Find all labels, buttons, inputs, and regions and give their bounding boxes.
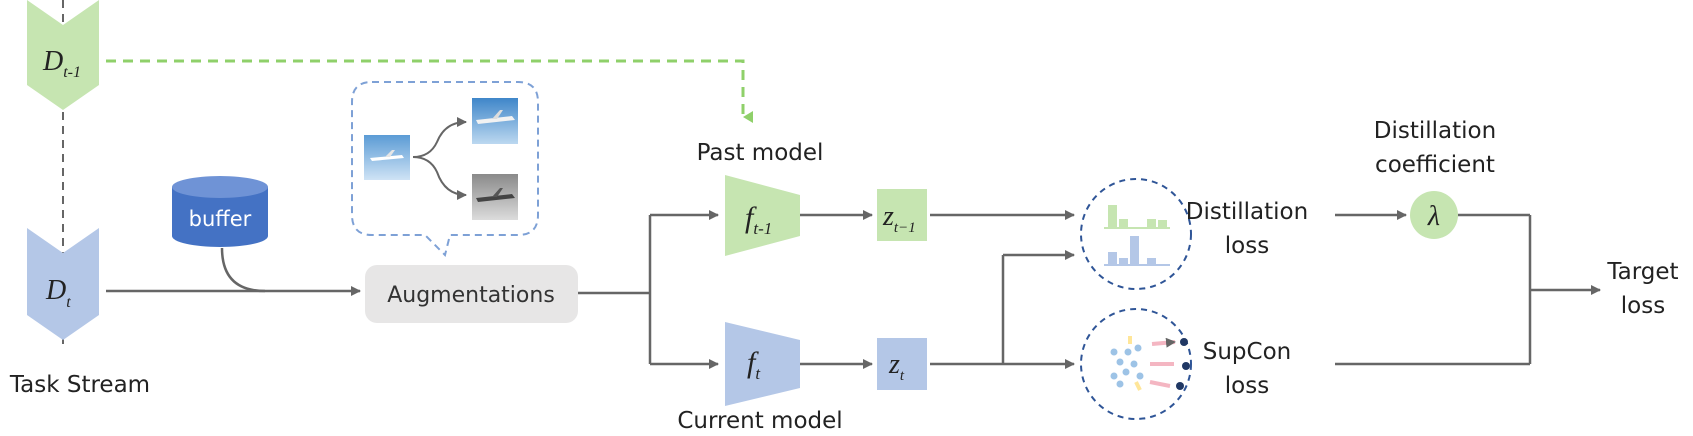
augmentations-box: Augmentations xyxy=(365,265,578,323)
current-embedding-box: zt xyxy=(877,338,927,390)
current-embedding-z: zt xyxy=(888,349,905,384)
current-task-label: Dt xyxy=(45,275,71,311)
distillation-loss-label: Distillation xyxy=(1186,199,1308,225)
airplane-image-original xyxy=(364,135,410,180)
distillation-circle xyxy=(1080,178,1192,290)
current-model-encoder: ft xyxy=(725,322,800,406)
lambda-circle: λ xyxy=(1410,191,1458,239)
coefficient-label-2: coefficient xyxy=(1375,152,1495,178)
augment-branch-top xyxy=(412,117,467,158)
distillation-loss-label-2: loss xyxy=(1225,233,1269,259)
current-model-label: Current model xyxy=(677,408,842,434)
buffer-cylinder: buffer xyxy=(172,176,268,247)
past-model-label: Past model xyxy=(697,140,824,166)
augmentations-label: Augmentations xyxy=(387,283,555,308)
current-task-chevron: Dt xyxy=(27,228,99,340)
supcon-loss-label: SupCon xyxy=(1203,339,1292,365)
past-embedding-z: zt−1 xyxy=(882,201,916,236)
airplane-image-augmented-gray xyxy=(472,174,518,220)
supcon-loss-label-2: loss xyxy=(1225,373,1269,399)
augment-branch-bottom xyxy=(412,156,467,200)
task-stream-label: Task Stream xyxy=(9,372,150,398)
airplane-image-augmented-color xyxy=(472,98,518,144)
augmentation-bubble xyxy=(351,81,539,257)
buffer-merge-curve xyxy=(220,247,266,293)
supcon-circle xyxy=(1080,308,1192,420)
buffer-label: buffer xyxy=(189,207,252,231)
target-loss-label: Target xyxy=(1606,259,1678,285)
past-data-arrow xyxy=(106,59,753,123)
past-model-encoder: ft-1 xyxy=(725,175,800,256)
coefficient-label: Distillation xyxy=(1374,118,1496,144)
prev-task-chevron: Dt-1 xyxy=(27,0,99,110)
past-embedding-box: zt−1 xyxy=(877,189,927,241)
target-loss-label-2: loss xyxy=(1621,293,1665,319)
lambda-symbol: λ xyxy=(1427,201,1440,232)
prev-task-label: Dt-1 xyxy=(42,46,81,81)
